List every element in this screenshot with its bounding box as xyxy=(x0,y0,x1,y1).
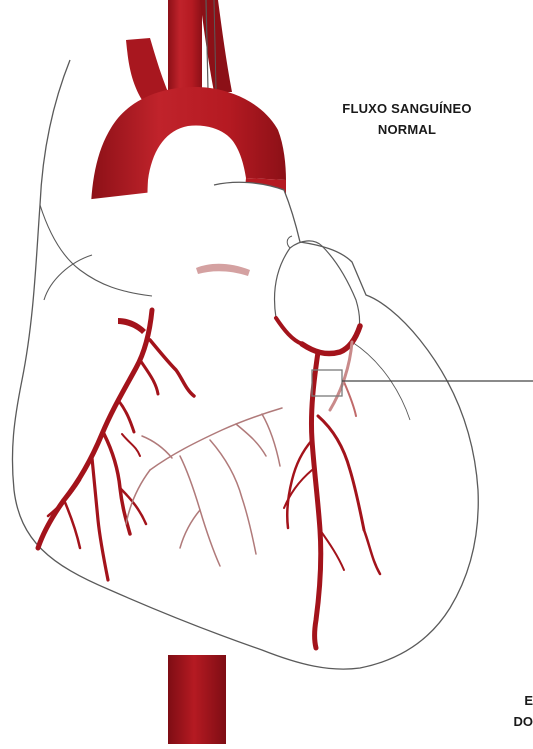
diagram-title: FLUXO SANGUÍNEO NORMAL xyxy=(318,98,496,140)
cut-label-line-1: E xyxy=(524,692,533,710)
vena-cava-outline xyxy=(40,60,70,205)
cut-label-line-2: DO xyxy=(514,713,533,731)
descending-aorta xyxy=(168,655,226,744)
title-line-2: NORMAL xyxy=(318,119,496,140)
aortic-branches xyxy=(126,0,232,100)
heart-outline xyxy=(12,182,478,669)
title-line-1: FLUXO SANGUÍNEO xyxy=(318,98,496,119)
